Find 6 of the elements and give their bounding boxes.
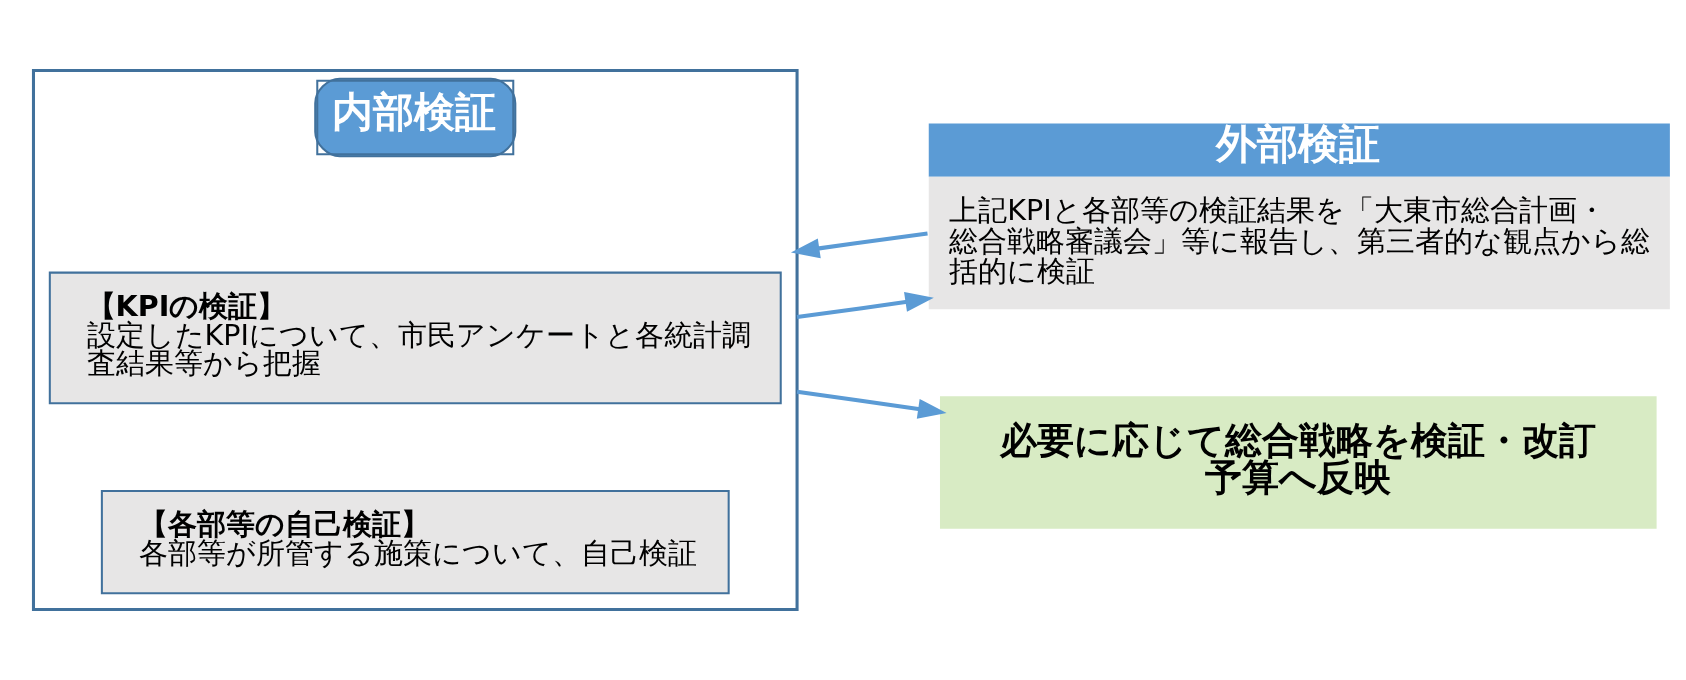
arrow <box>796 389 947 419</box>
arrow <box>796 292 934 319</box>
node-box: 必要に応じて総合戦略を検証・改訂 予算へ反映 <box>940 396 1657 529</box>
node-box: 【KPIの検証】 設定したKPIについて、市民アンケートと各統計調査結果等から把握 <box>48 271 782 405</box>
arrow <box>790 231 928 259</box>
node-box: 【各部等の自己検証】 各部等が所管する施策について、自己検証 <box>100 490 730 595</box>
